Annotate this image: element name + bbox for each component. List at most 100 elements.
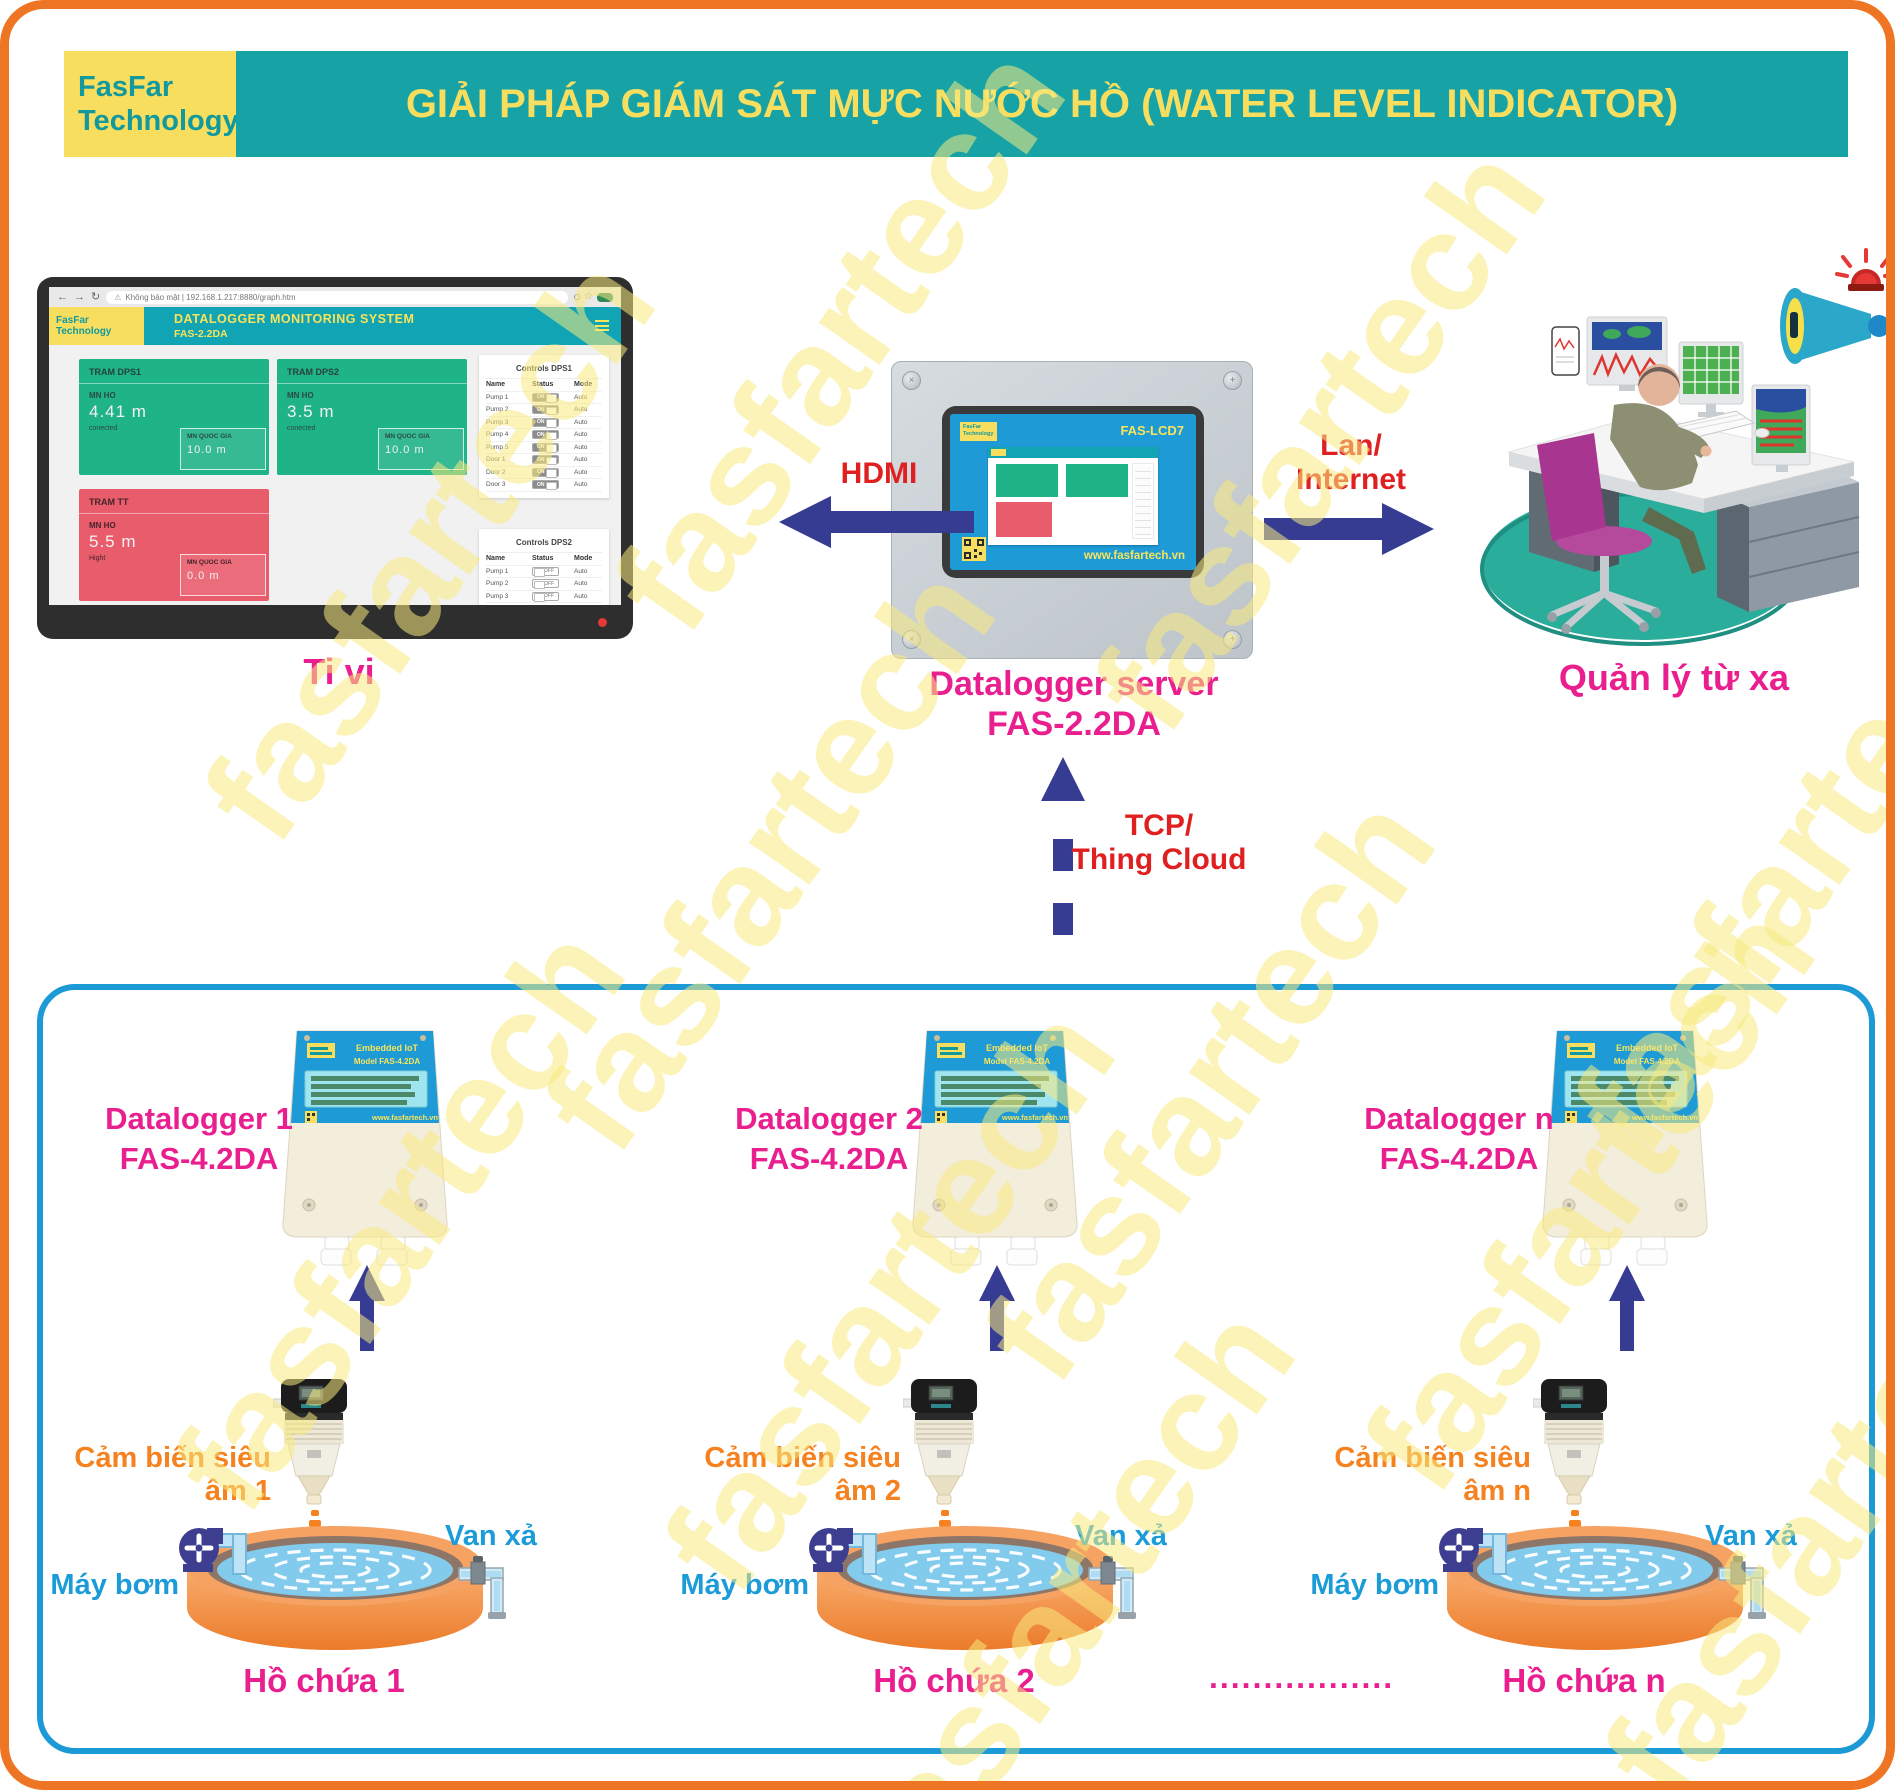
- server-screen: FasFar Technology FAS-LCD7: [950, 414, 1196, 570]
- control-mode: Auto: [574, 481, 588, 489]
- field-group-2: Datalogger 2 FAS-4.2DA Embedded IoT Mode…: [669, 1017, 1269, 1752]
- datalogger-label: Datalogger 2 FAS-4.2DA: [735, 1101, 923, 1176]
- signal-arrow: [349, 1265, 385, 1351]
- svg-text:Model FAS-4.2DA: Model FAS-4.2DA: [984, 1057, 1050, 1066]
- tv-label: Ti vi: [303, 651, 375, 692]
- hdmi-label: HDMI: [840, 457, 918, 490]
- phone: [1551, 326, 1580, 376]
- control-mode: Auto: [574, 567, 588, 575]
- station-name: TRAM TT: [79, 489, 269, 514]
- tank-label: Hồ chứa 2: [873, 1662, 1035, 1699]
- toggle-switch: ON: [532, 392, 559, 403]
- monitor-grid: [1678, 341, 1744, 417]
- control-row: Door 1 ON Auto: [486, 454, 602, 467]
- tv-screen: ← → ↻ ⚠ Không bảo mật | 192.168.1.217:88…: [49, 287, 621, 605]
- svg-text:www.fasfartech.vn: www.fasfartech.vn: [1631, 1113, 1698, 1122]
- lan-arrow: [1264, 503, 1434, 555]
- sensor-label: Cảm biến siêu âm 2: [704, 1442, 901, 1507]
- controls-title: Controls DPS1: [486, 361, 602, 379]
- control-row: Door 2 ON Auto: [486, 467, 602, 479]
- svg-text:Embedded IoT: Embedded IoT: [356, 1043, 419, 1053]
- control-mode: Auto: [574, 456, 588, 464]
- dashboard-body: TRAM DPS1 MN HO 4.41 m conected MN QUOC …: [49, 345, 621, 605]
- toggle-switch: ON: [532, 480, 559, 491]
- toggle-switch: ON: [532, 405, 559, 416]
- pump-label: Máy bơm: [680, 1569, 809, 1601]
- sensor-label: Cảm biến siêu âm n: [1334, 1442, 1531, 1507]
- control-mode: Auto: [574, 592, 588, 600]
- controls-panel-dps2: Controls DPS2 Name Status Mode Pump 1 OF…: [479, 529, 609, 605]
- dashboard-title-line2: FAS-2.2DA: [174, 328, 228, 340]
- station-status: conected: [287, 425, 316, 432]
- datalogger-device: Embedded IoT Model FAS-4.2DA www.fasfart…: [912, 1030, 1078, 1266]
- station-status: conected: [89, 425, 118, 432]
- valve-label: Van xả: [1705, 1520, 1797, 1552]
- field-boundary: [37, 984, 1875, 1754]
- national-label: MN QUOC GIA: [187, 433, 232, 440]
- control-name: Pump 3: [486, 418, 509, 426]
- toggle-switch: OFF: [532, 579, 559, 590]
- valve-label: Van xả: [1075, 1520, 1167, 1552]
- controls-header-row: Name Status Mode: [486, 379, 602, 392]
- back-icon: ←: [57, 290, 68, 303]
- level-label: MN HO: [89, 521, 116, 530]
- control-name: Door 2: [486, 468, 506, 476]
- tank-label: Hồ chứa 1: [243, 1662, 405, 1699]
- lan-label: Lan/ Internet: [1295, 429, 1406, 496]
- page-title: GIẢI PHÁP GIÁM SÁT MỰC NƯỚC HỒ (WATER LE…: [236, 51, 1848, 157]
- dashboard-title-line1: DATALOGGER MONITORING SYSTEM: [174, 312, 415, 326]
- datalogger-server: × + × + FasFar Technology FAS-LCD7: [891, 361, 1253, 659]
- more-groups-ellipsis: .................: [1209, 1659, 1395, 1695]
- toggle-switch: ON: [532, 417, 559, 428]
- control-name: Pump 5: [486, 443, 509, 451]
- national-value: 0.0 m: [187, 570, 220, 582]
- svg-text:www.fasfartech.vn: www.fasfartech.vn: [1001, 1113, 1068, 1122]
- level-label: MN HO: [287, 391, 314, 400]
- remote-management-illustration: [1480, 316, 1860, 646]
- control-row: Pump 4 ON Auto: [486, 429, 602, 442]
- level-value: 3.5 m: [287, 402, 335, 421]
- control-name: Pump 1: [486, 393, 509, 401]
- controls-rows: Pump 1 ON Auto Pump 2 ON Auto: [486, 392, 602, 492]
- datalogger-label: Datalogger n FAS-4.2DA: [1364, 1101, 1554, 1176]
- tv-bezel-bottom: [49, 605, 621, 639]
- dash-logo-line1: FasFar: [56, 314, 89, 326]
- level-value: 5.5 m: [89, 532, 137, 551]
- server-screen-url: www.fasfartech.vn: [1083, 550, 1185, 562]
- toggle-switch: ON: [532, 442, 559, 453]
- company-logo: FasFar Technology: [64, 51, 239, 157]
- control-name: Door 1: [486, 456, 506, 464]
- dashboard-logo: FasFar Technology: [49, 307, 144, 345]
- pump-label: Máy bơm: [50, 1569, 179, 1601]
- national-label: MN QUOC GIA: [385, 433, 430, 440]
- control-name: Pump 2: [486, 406, 509, 414]
- control-mode: Auto: [574, 468, 588, 476]
- server-label: Datalogger server FAS-2.2DA: [929, 665, 1219, 743]
- alert-icons: [1780, 248, 1886, 364]
- control-mode: Auto: [574, 443, 588, 451]
- zoom-icon: [574, 294, 581, 300]
- server-screen-brand: FAS-LCD7: [1120, 423, 1184, 438]
- control-mode: Auto: [574, 418, 588, 426]
- screw-icon: +: [1223, 371, 1242, 390]
- not-secure-icon: ⚠: [114, 292, 122, 302]
- menu-icon: [595, 320, 609, 331]
- national-level-box: MN QUOC GIA 10.0 m: [180, 428, 266, 470]
- megaphone-icon: [1780, 288, 1886, 364]
- field-group-n: Datalogger n FAS-4.2DA Embedded IoT Mode…: [1299, 1017, 1886, 1752]
- control-row: Pump 1 OFF Auto: [486, 566, 602, 578]
- national-value: 10.0 m: [385, 444, 425, 456]
- control-name: Pump 4: [486, 431, 509, 439]
- station-status: Hight: [89, 555, 106, 562]
- tcp-label: TCP/ Thing Cloud: [1071, 809, 1247, 876]
- browser-toolbar: ← → ↻ ⚠ Không bảo mật | 192.168.1.217:88…: [49, 287, 621, 307]
- tank-label: Hồ chứa n: [1502, 1662, 1666, 1699]
- toggle-switch: ON: [532, 455, 559, 466]
- svg-text:Model FAS-4.2DA: Model FAS-4.2DA: [1614, 1057, 1680, 1066]
- hdmi-arrow: [779, 496, 974, 548]
- toggle-switch: OFF: [532, 566, 559, 577]
- national-level-box: MN QUOC GIA 10.0 m: [378, 428, 464, 470]
- remote-label: Quản lý từ xa: [1558, 657, 1790, 698]
- toggle-switch: OFF: [532, 591, 559, 602]
- control-row: Pump 3 ON Auto: [486, 417, 602, 429]
